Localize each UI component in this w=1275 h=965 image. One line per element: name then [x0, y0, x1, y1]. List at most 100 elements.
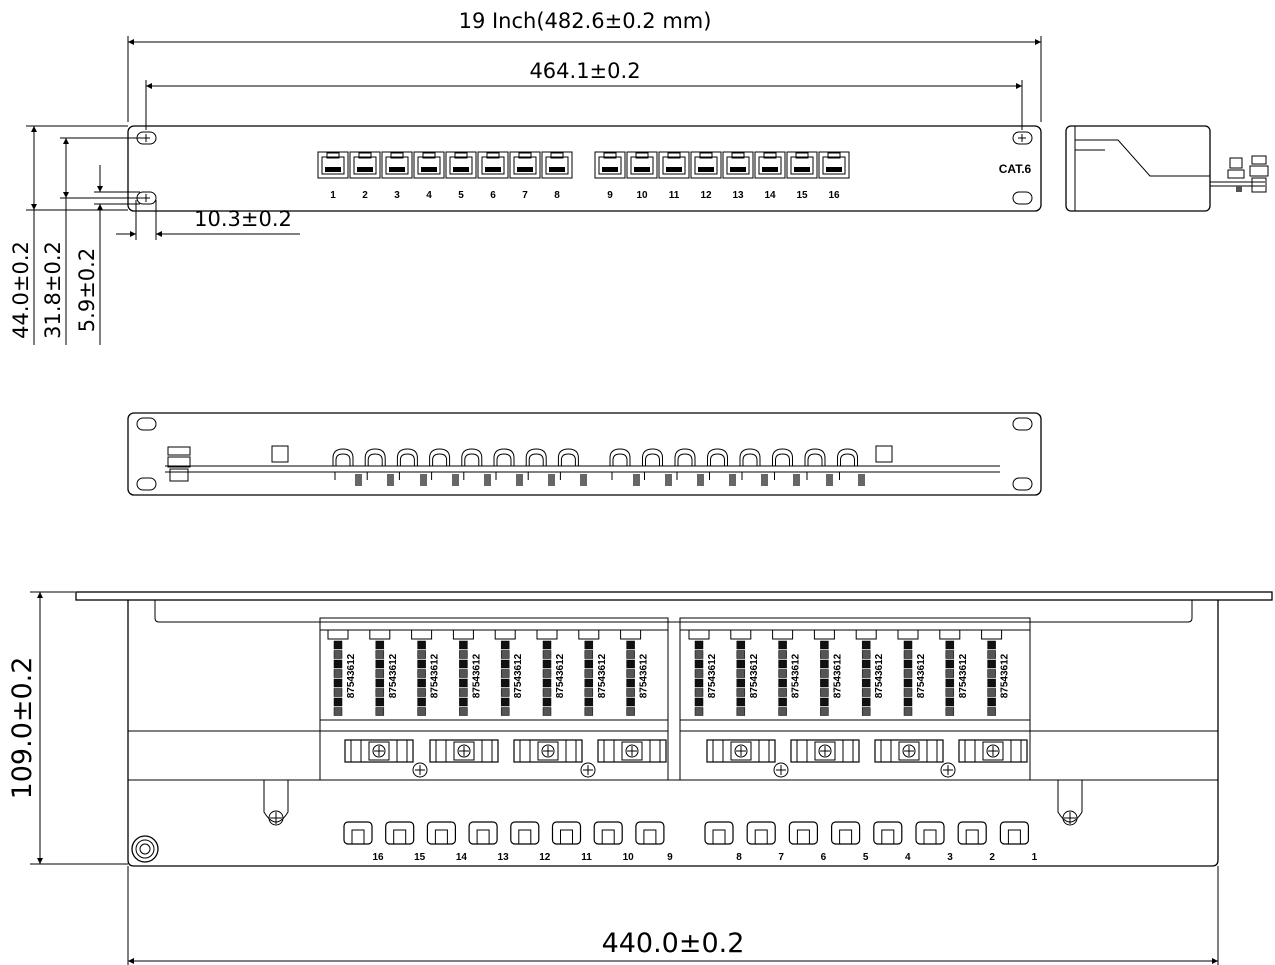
- idc-block: 87543612: [688, 629, 718, 716]
- rj45-port: [754, 151, 786, 179]
- cable-tie-label: 1: [1032, 852, 1038, 863]
- cable-tie: [385, 821, 415, 845]
- jack-profile: [674, 448, 696, 480]
- rj45-port: [626, 151, 658, 179]
- idc-block: 87543612: [981, 629, 1011, 716]
- screw-icon: [940, 762, 956, 778]
- pcb-pin: [665, 474, 672, 486]
- cable-clamps: [344, 739, 1028, 778]
- mounting-tab-left: [263, 780, 289, 826]
- pcb-pin: [761, 474, 768, 486]
- cable-clamp: [706, 739, 776, 763]
- pin-code-label: 87543612: [916, 653, 927, 698]
- jack-profile: [525, 448, 547, 480]
- port-number-label: 13: [732, 190, 744, 201]
- pcb-pin: [633, 474, 640, 486]
- pcb-pin: [826, 474, 833, 486]
- cable-tie-label: 6: [821, 852, 827, 863]
- port-number-label: 1: [330, 190, 336, 201]
- screw-icon: [412, 762, 428, 778]
- pin-code-label: 87543612: [471, 653, 482, 698]
- pcb-pin: [580, 474, 587, 486]
- idc-block: 87543612: [855, 629, 885, 716]
- cable-clamp: [874, 739, 944, 763]
- jack-profile: [429, 448, 451, 480]
- rj45-port: [317, 151, 349, 179]
- pin-code-label: 87543612: [430, 653, 441, 698]
- rj45-port: [690, 151, 722, 179]
- cable-tie-label: 5: [863, 852, 869, 863]
- port-number-label: 2: [362, 190, 368, 201]
- idc-block: 87543612: [939, 629, 969, 716]
- idc-block: 87543612: [494, 629, 524, 716]
- cable-tie: [746, 821, 776, 845]
- cable-tie: [426, 821, 456, 845]
- jack-profile: [461, 448, 483, 480]
- cable-tie: [635, 821, 665, 845]
- port-number-label: 4: [426, 190, 432, 201]
- cable-tie-label: 10: [623, 852, 635, 863]
- pin-code-label: 87543612: [639, 653, 650, 698]
- pin-code-label: 87543612: [388, 653, 399, 698]
- rj45-port: [594, 151, 626, 179]
- jack-profile: [364, 448, 386, 480]
- port-number-label: 10: [636, 190, 648, 201]
- pin-code-label: 87543612: [958, 653, 969, 698]
- port-number-label: 3: [394, 190, 400, 201]
- cable-tie-label: 15: [414, 852, 426, 863]
- rj45-port: [541, 151, 573, 179]
- idc-block: 87543612: [411, 629, 441, 716]
- rj45-port: [509, 151, 541, 179]
- rj45-port: [722, 151, 754, 179]
- jack-profile: [396, 448, 418, 480]
- cable-tie-label: 2: [989, 852, 995, 863]
- overall-width-label: 19 Inch(482.6±0.2 mm): [459, 9, 712, 33]
- cable-tie: [593, 821, 623, 845]
- port-number-label: 9: [607, 190, 613, 201]
- cable-tie: [510, 821, 540, 845]
- top-view: 87543612 87543612 87543612 87543612 87543612…: [75, 591, 1273, 867]
- pcb-pin: [793, 474, 800, 486]
- cable-tie-label: 13: [498, 852, 510, 863]
- hole-spacing-label: 464.1±0.2: [529, 59, 640, 83]
- pin-code-label: 87543612: [1000, 653, 1011, 698]
- screw-icon: [580, 762, 596, 778]
- depth-label: 109.0±0.2: [7, 657, 38, 800]
- cable-tie: [468, 821, 498, 845]
- port-number-label: 7: [522, 190, 528, 201]
- idc-block: 87543612: [327, 629, 357, 716]
- cable-tie: [830, 821, 861, 845]
- cable-clamp: [344, 739, 414, 763]
- idc-block: 87543612: [369, 629, 399, 716]
- dimension-lines: [26, 36, 1219, 965]
- idc-block: 87543612: [813, 629, 843, 716]
- cable-tie-label: 14: [456, 852, 468, 863]
- pin-code-label: 87543612: [791, 653, 802, 698]
- port-number-label: 8: [554, 190, 560, 201]
- pin-code-label: 87543612: [555, 653, 566, 698]
- bottom-view: [127, 412, 1042, 496]
- pcb-pin: [697, 474, 704, 486]
- pcb-pin: [484, 474, 491, 486]
- mounting-tab-right: [1057, 780, 1083, 826]
- cable-tie: [343, 821, 373, 845]
- pin-code-label: 87543612: [707, 653, 718, 698]
- rj45-ports: [317, 151, 850, 179]
- cable-tie-label: 7: [778, 852, 784, 863]
- port-number-label: 6: [490, 190, 496, 201]
- idc-block: 87543612: [897, 629, 927, 716]
- pin-code-label: 87543612: [346, 653, 357, 698]
- pcb-pin: [452, 474, 459, 486]
- port-number-label: 15: [796, 190, 808, 201]
- port-number-label: 16: [828, 190, 840, 201]
- idc-terminal-blocks: 87543612 87543612 87543612 87543612 87543612…: [327, 629, 1011, 716]
- cable-tie: [999, 821, 1030, 845]
- rj45-port: [477, 151, 509, 179]
- cable-ties: [343, 821, 1030, 845]
- mount-hole-bottom-left: [136, 191, 157, 205]
- cable-tie: [957, 821, 987, 845]
- pin-code-label: 87543612: [749, 653, 760, 698]
